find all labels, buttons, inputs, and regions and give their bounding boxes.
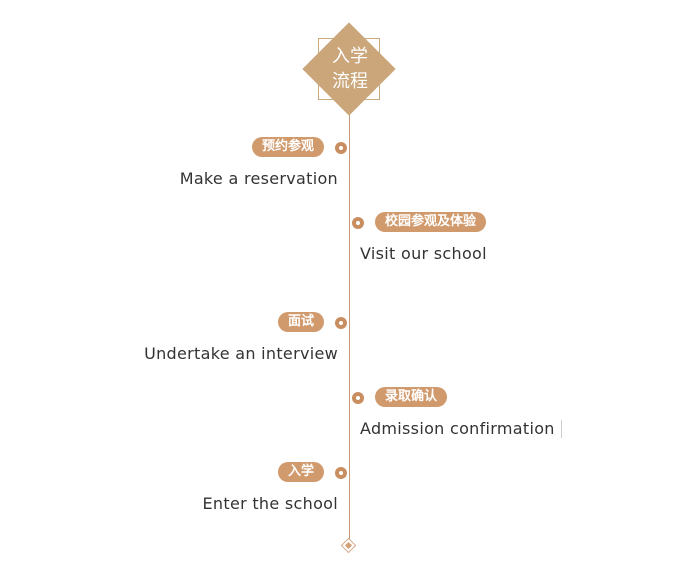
timeline-dot-icon [335, 467, 347, 479]
header-title: 入学 流程 [319, 44, 381, 94]
timeline-end-diamond-icon [340, 537, 357, 554]
step-label-enter: Enter the school [202, 494, 338, 513]
step-label-visit: Visit our school [360, 244, 487, 263]
step-tag-interview: 面试 [277, 312, 324, 332]
step-tag-reservation: 预约参观 [251, 137, 324, 157]
header-line2: 流程 [332, 71, 368, 92]
step-label-interview: Undertake an interview [144, 344, 338, 363]
timeline-dot-icon [335, 142, 347, 154]
step-tag-visit: 校园参观及体验 [375, 212, 487, 232]
step-label-admission: Admission confirmation [360, 419, 555, 438]
timeline-dot-icon [352, 392, 364, 404]
step-tag-admission: 录取确认 [375, 387, 448, 407]
timeline-line [349, 100, 350, 543]
step-tag-enter: 入学 [277, 462, 324, 482]
header-line1: 入学 [332, 46, 368, 67]
step-label-reservation: Make a reservation [179, 169, 338, 188]
timeline-dot-icon [335, 317, 347, 329]
text-cursor [561, 420, 562, 438]
timeline-dot-icon [352, 217, 364, 229]
